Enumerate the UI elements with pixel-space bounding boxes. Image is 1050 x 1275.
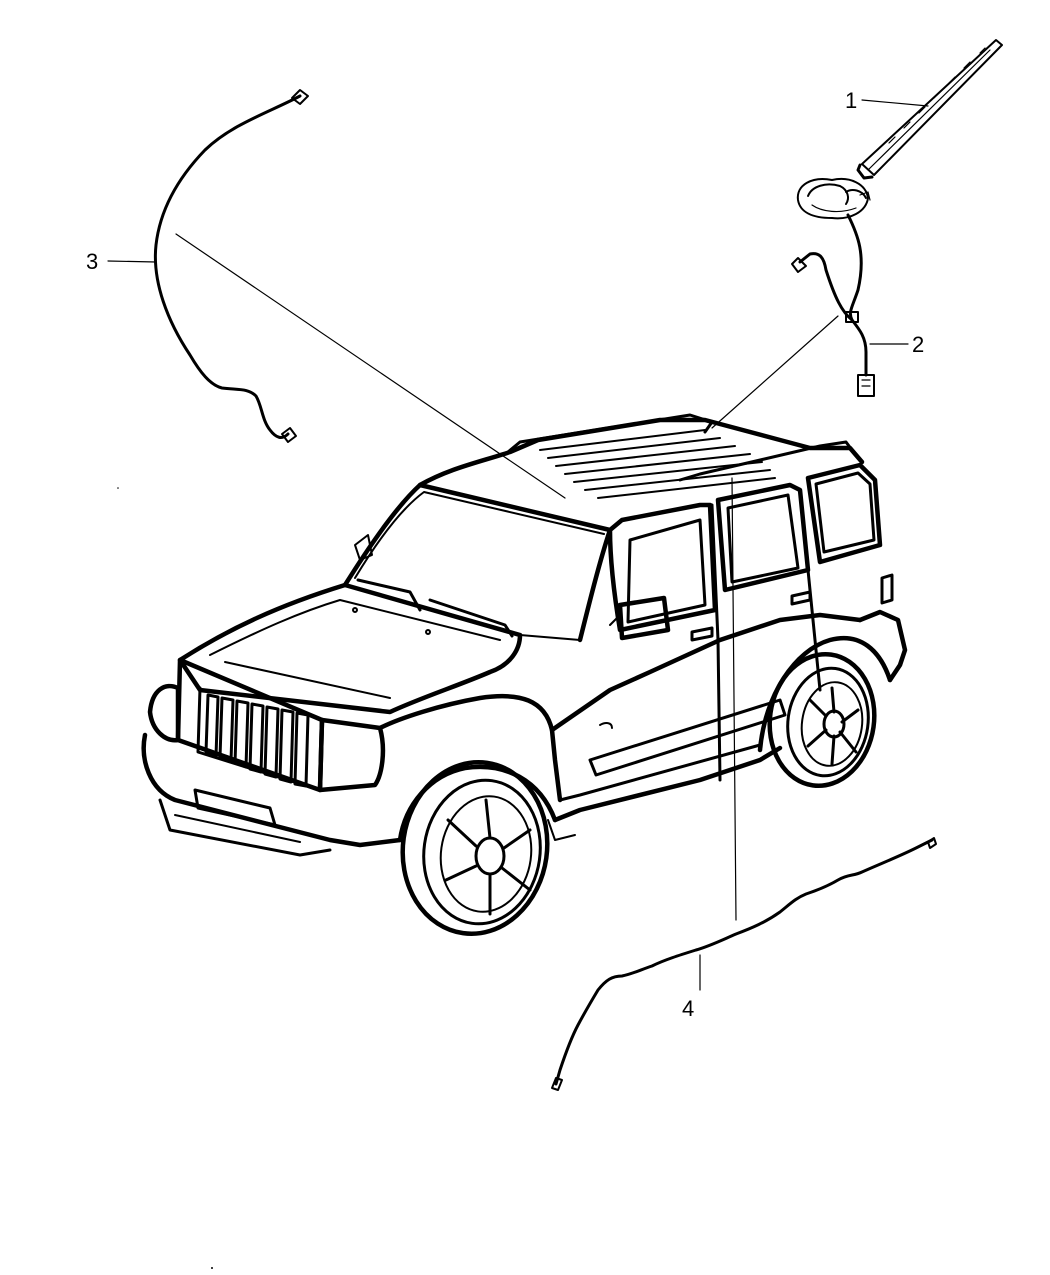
part-2-antenna-base-cable[interactable] [791, 178, 875, 397]
callout-4: 4 [682, 996, 694, 1021]
leader-3 [107, 260, 157, 263]
part-1-antenna-mast[interactable] [856, 39, 1003, 180]
part-3-antenna-cable[interactable] [153, 89, 309, 443]
leader-1 [861, 99, 929, 107]
scan-dot [211, 1267, 213, 1269]
grille-slots [204, 693, 310, 788]
leader-3-to-roof [175, 233, 566, 499]
rear-wheel [767, 651, 877, 789]
front-wheel [400, 759, 550, 937]
part-4-underbody-cable[interactable] [551, 837, 937, 1091]
leader-lines [107, 99, 929, 991]
roof-slats [539, 429, 776, 499]
callout-1: 1 [845, 88, 857, 113]
callout-3: 3 [86, 249, 98, 274]
callout-2: 2 [912, 332, 924, 357]
leader-2-to-roof [711, 315, 839, 429]
vehicle-suv [141, 413, 908, 937]
scan-dot-2 [117, 487, 119, 489]
leader-4-to-body [731, 477, 737, 921]
